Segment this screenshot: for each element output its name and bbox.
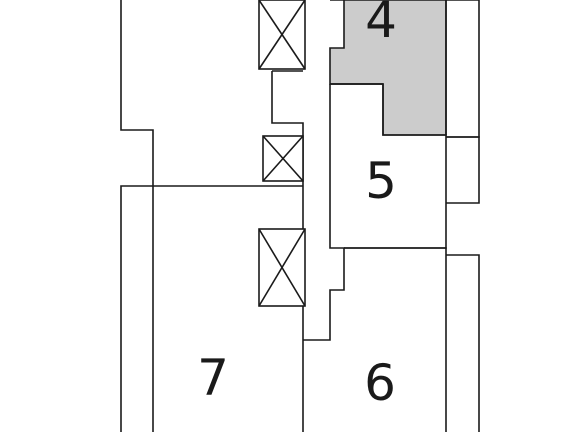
unit-6-label: 6 — [364, 354, 396, 412]
unit-7-label: 7 — [197, 349, 229, 407]
elevator-shaft-icon — [258, 0, 306, 70]
unit-5-label: 5 — [365, 152, 397, 210]
elevator-shaft-icon — [258, 228, 306, 307]
elevator-shaft-icon — [262, 135, 304, 182]
left-wall-upper — [120, 0, 154, 186]
left-wall-lower — [120, 185, 303, 432]
right-balcony-4 — [446, 0, 480, 138]
unit-6-wall — [344, 247, 447, 432]
right-balcony-5 — [446, 136, 480, 204]
right-balcony-6 — [446, 254, 480, 432]
unit-4-label: 4 — [365, 0, 397, 49]
core-wall-right — [303, 84, 345, 341]
